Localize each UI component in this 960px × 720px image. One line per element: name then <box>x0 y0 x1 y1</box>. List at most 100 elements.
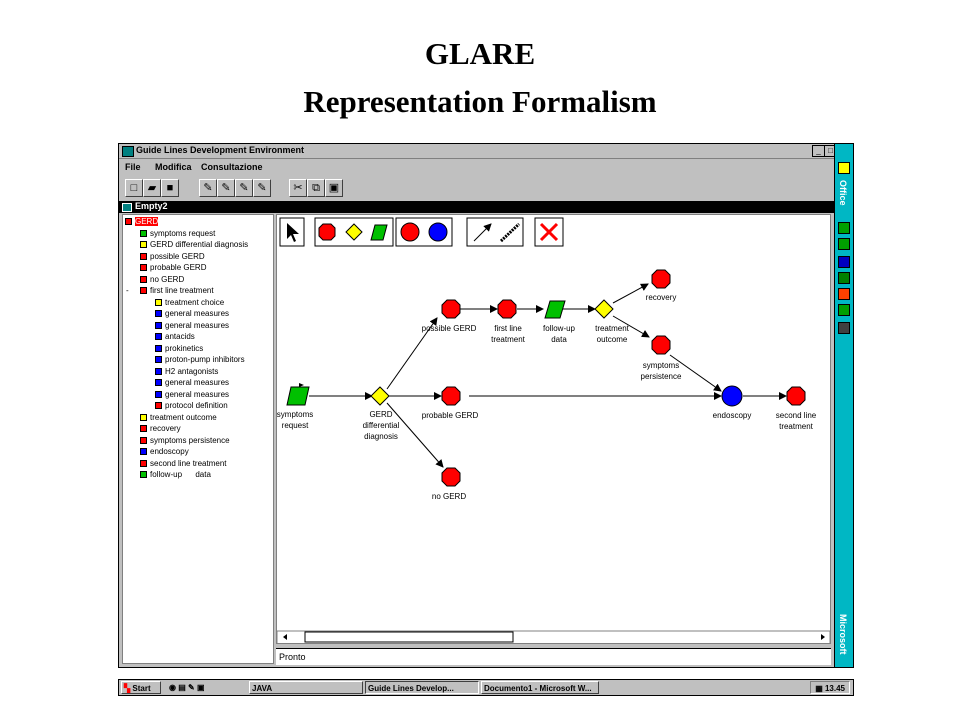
node-recovery[interactable]: recovery <box>646 269 677 302</box>
tray-icon[interactable]: ▦ <box>815 684 825 693</box>
tree-item[interactable]: protocol definition <box>155 400 228 411</box>
flowchart-canvas[interactable]: symptoms request GERD differential diagn… <box>276 214 831 644</box>
tree-item[interactable]: follow-up data <box>140 469 211 480</box>
tree-item[interactable]: general measures <box>155 308 229 319</box>
menu-file[interactable]: File <box>125 162 141 172</box>
tree-item[interactable]: no GERD <box>140 274 184 285</box>
node-symptoms-persistence[interactable]: symptoms persistence <box>641 335 682 381</box>
tree-item[interactable]: proton-pump inhibitors <box>155 354 245 365</box>
node-probable-gerd[interactable]: probable GERD <box>422 386 479 420</box>
new-file-icon[interactable]: □ <box>125 179 143 197</box>
shortcut-icon-1[interactable] <box>838 222 850 234</box>
yellow-diamond-icon[interactable] <box>345 223 363 241</box>
tree-item[interactable]: possible GERD <box>140 251 205 262</box>
red-circle-icon[interactable] <box>400 222 420 242</box>
menu-consultazione[interactable]: Consultazione <box>201 162 263 172</box>
tree-item[interactable]: prokinetics <box>155 343 203 354</box>
menu-modifica[interactable]: Modifica <box>155 162 192 172</box>
node-symptoms-request[interactable]: symptoms request <box>277 383 313 430</box>
svg-text:follow-up: follow-up <box>543 324 576 333</box>
tree-item[interactable]: general measures <box>155 389 229 400</box>
tree-item-label: general measures <box>165 378 230 387</box>
document-tab[interactable]: Empty2 <box>119 201 835 213</box>
tree-item-label: H2 antagonists <box>165 366 219 376</box>
tree-item-label: general measures <box>165 320 230 330</box>
shortcut-icon-5[interactable] <box>838 288 850 300</box>
tool-b-icon[interactable]: ✎ <box>217 179 235 197</box>
app-icon[interactable] <box>122 146 134 157</box>
shortcut-icon-2[interactable] <box>838 238 850 250</box>
shortcut-icon-4[interactable] <box>838 272 850 284</box>
node-first-line-treatment[interactable]: first line treatment <box>491 299 526 344</box>
blue-circle-icon[interactable] <box>428 222 448 242</box>
office-shortcut-bar: Office Microsoft <box>834 143 854 668</box>
tree-item[interactable]: symptoms request <box>140 228 215 239</box>
red-node-icon <box>140 287 147 294</box>
task-documento[interactable]: Documento1 - Microsoft W... <box>481 681 599 694</box>
tree-item[interactable]: H2 antagonists <box>155 366 218 377</box>
svg-text:second line: second line <box>776 411 817 420</box>
paste-icon[interactable]: ▣ <box>325 179 343 197</box>
node-no-gerd[interactable]: no GERD <box>432 467 466 501</box>
svg-text:persistence: persistence <box>641 372 682 381</box>
tool-a-icon[interactable]: ✎ <box>199 179 217 197</box>
windows-logo-icon: ▚ <box>124 684 131 693</box>
tree-item-label: possible GERD <box>150 251 205 261</box>
browser-icon[interactable]: ◉ <box>169 683 176 692</box>
open-folder-icon[interactable]: ▰ <box>143 179 161 197</box>
green-parallelogram-icon[interactable] <box>370 224 388 241</box>
shortcut-icon-6[interactable] <box>838 304 850 316</box>
node-possible-gerd[interactable]: possible GERD <box>422 299 477 333</box>
double-line-icon[interactable] <box>499 222 521 243</box>
tree-item[interactable]: recovery <box>140 423 181 434</box>
tool-c-icon[interactable]: ✎ <box>235 179 253 197</box>
folder-icon[interactable]: ▤ <box>178 683 186 692</box>
node-second-line-treatment[interactable]: second line treatment <box>776 386 817 431</box>
tree-item[interactable]: treatment outcome <box>140 412 217 423</box>
save-icon[interactable]: ■ <box>161 179 179 197</box>
tree-item[interactable]: endoscopy <box>140 446 189 457</box>
red-x-icon <box>539 222 559 242</box>
window-icon[interactable]: ▣ <box>196 683 205 692</box>
tree-item-label: protocol definition <box>165 401 228 410</box>
svg-text:diagnosis: diagnosis <box>364 432 398 441</box>
shortcut-icon-3[interactable] <box>838 256 850 268</box>
tree-item[interactable]: GERD <box>125 216 159 227</box>
start-label: Start <box>132 684 151 693</box>
tool-d-icon[interactable]: ✎ <box>253 179 271 197</box>
blue-node-icon <box>155 379 162 386</box>
cut-icon[interactable]: ✂ <box>289 179 307 197</box>
svg-text:possible GERD: possible GERD <box>422 324 477 333</box>
horizontal-scrollbar[interactable] <box>277 630 830 644</box>
node-follow-up-data[interactable]: follow-up data <box>543 300 576 344</box>
arrow-line-icon[interactable] <box>473 223 492 242</box>
tree-expander[interactable]: - <box>126 286 129 295</box>
node-gerd-differential-diagnosis[interactable]: GERD differential diagnosis <box>363 386 400 441</box>
tree-item[interactable]: symptoms persistence <box>140 435 230 446</box>
copy-icon[interactable]: ⧉ <box>307 179 325 197</box>
tree-item[interactable]: second line treatment <box>140 458 227 469</box>
document-title: Empty2 <box>135 201 168 211</box>
node-treatment-outcome[interactable]: treatment outcome <box>594 299 630 344</box>
tree-item-label: symptoms request <box>150 228 216 238</box>
red-octagon-icon[interactable] <box>318 223 336 241</box>
tree-item[interactable]: antacids <box>155 331 195 342</box>
office-icon[interactable] <box>838 162 850 174</box>
task-guide-lines[interactable]: Guide Lines Develop... <box>365 681 479 694</box>
tree-item-label: follow-up data <box>150 470 211 479</box>
edit-icon[interactable]: ✎ <box>188 683 195 692</box>
tree-item[interactable]: probable GERD <box>140 262 206 273</box>
yellow-node-icon <box>140 413 147 421</box>
tree-item[interactable]: -first line treatment <box>126 285 214 296</box>
shortcut-icon-7[interactable] <box>838 322 850 334</box>
node-endoscopy[interactable]: endoscopy <box>713 385 752 420</box>
clock-text: 13.45 <box>824 684 845 693</box>
task-java[interactable]: JAVA <box>249 681 363 694</box>
start-button[interactable]: ▚ Start <box>121 681 161 694</box>
tree-item[interactable]: treatment choice <box>155 297 224 308</box>
tree-item[interactable]: GERD differential diagnosis <box>140 239 248 250</box>
green-node-icon <box>140 229 147 237</box>
tree-item[interactable]: general measures <box>155 320 229 331</box>
window-titlebar[interactable]: Guide Lines Development Environment _ □ <box>119 144 837 159</box>
tree-item[interactable]: general measures <box>155 377 229 388</box>
